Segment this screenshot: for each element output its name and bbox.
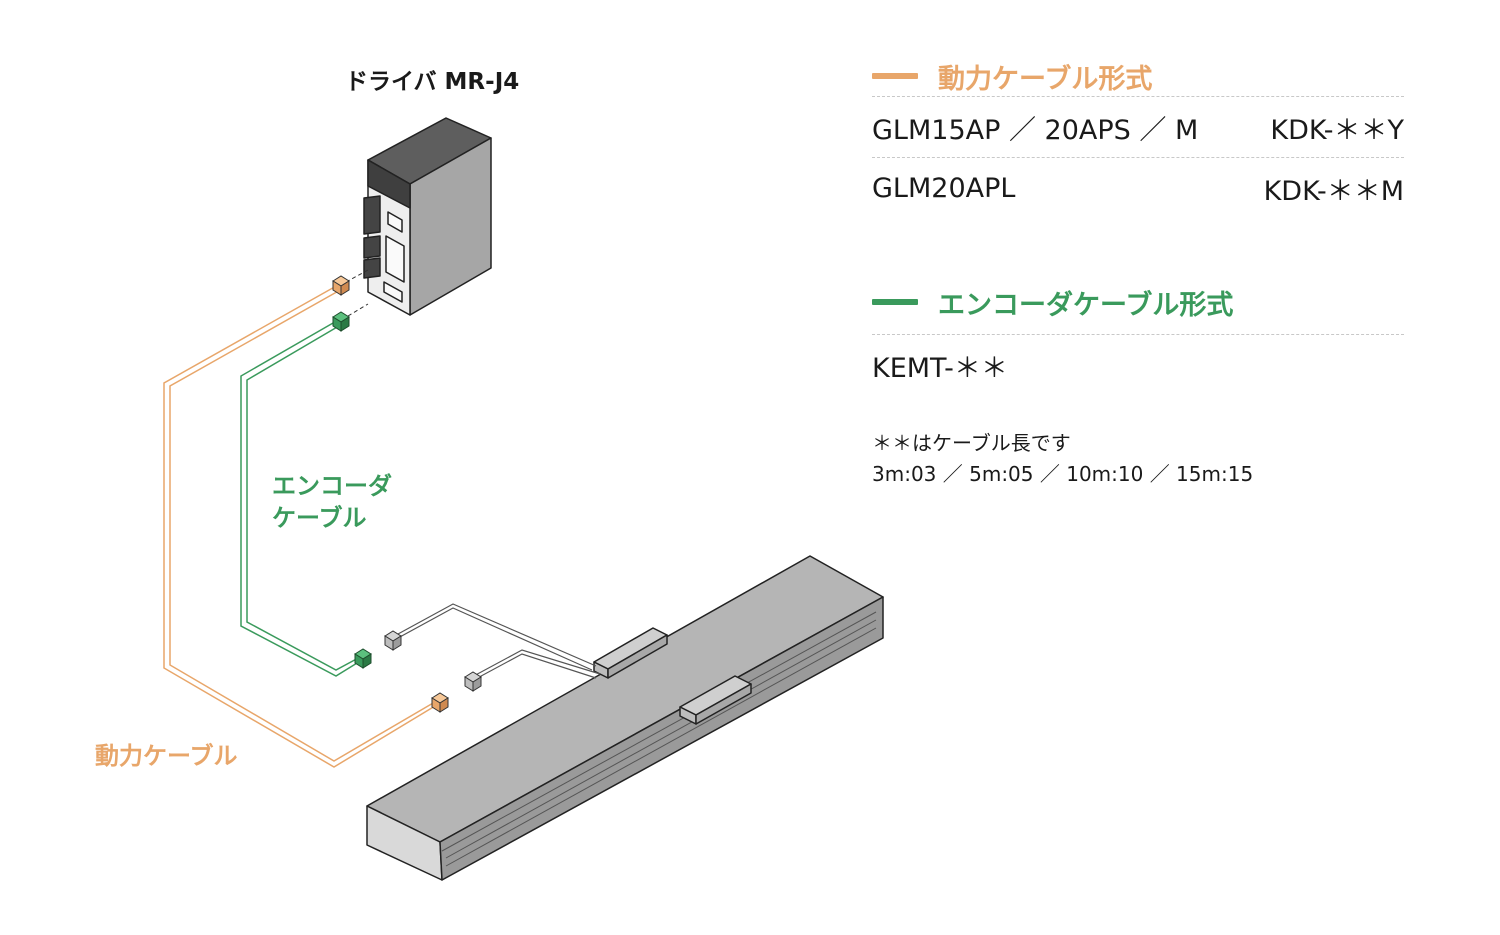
model-name: GLM20APL <box>872 173 1015 204</box>
linear-stage-illustration <box>367 556 883 880</box>
note-line-1: ＊＊はケーブル長です <box>872 428 1253 459</box>
encoder-cable-label: エンコーダ ケーブル <box>272 470 392 534</box>
note-line-2: 3m:03 ／ 5m:05 ／ 10m:10 ／ 15m:15 <box>872 459 1253 490</box>
cable-code: KDK-＊＊M <box>1264 169 1404 208</box>
power-cable-spec: 動力ケーブル形式 GLM15AP ／ 20APS ／ M KDK-＊＊Y GLM… <box>872 56 1404 218</box>
power-connector-stage <box>432 693 448 712</box>
power-cable-label: 動力ケーブル <box>95 736 238 771</box>
encoder-connector-stage <box>355 649 371 668</box>
stage-cables <box>398 604 600 682</box>
driver-title: ドライバ MR-J4 <box>345 62 519 96</box>
power-legend-swatch <box>872 73 918 79</box>
cable-length-note: ＊＊はケーブル長です 3m:03 ／ 5m:05 ／ 10m:10 ／ 15m:… <box>872 428 1253 490</box>
servo-driver-illustration <box>364 118 491 315</box>
encoder-spec-header: エンコーダケーブル形式 <box>872 282 1404 322</box>
spec-row: GLM20APL KDK-＊＊M <box>872 158 1404 218</box>
spec-row: GLM15AP ／ 20APS ／ M KDK-＊＊Y <box>872 97 1404 157</box>
power-spec-header: 動力ケーブル形式 <box>872 56 1404 96</box>
encoder-spec-title: エンコーダケーブル形式 <box>938 283 1233 322</box>
stage-connector-grey <box>385 631 481 691</box>
cable-code: KEMT-＊＊ <box>872 346 1008 385</box>
encoder-legend-swatch <box>872 299 918 305</box>
spec-row: KEMT-＊＊ <box>872 335 1404 395</box>
cable-code: KDK-＊＊Y <box>1270 108 1404 147</box>
encoder-cable-label-line-2: ケーブル <box>272 502 392 534</box>
model-name: GLM15AP ／ 20APS ／ M <box>872 108 1198 147</box>
encoder-cable-spec: エンコーダケーブル形式 KEMT-＊＊ <box>872 282 1404 395</box>
power-spec-title: 動力ケーブル形式 <box>938 57 1152 96</box>
encoder-cable-label-line-1: エンコーダ <box>272 470 392 502</box>
